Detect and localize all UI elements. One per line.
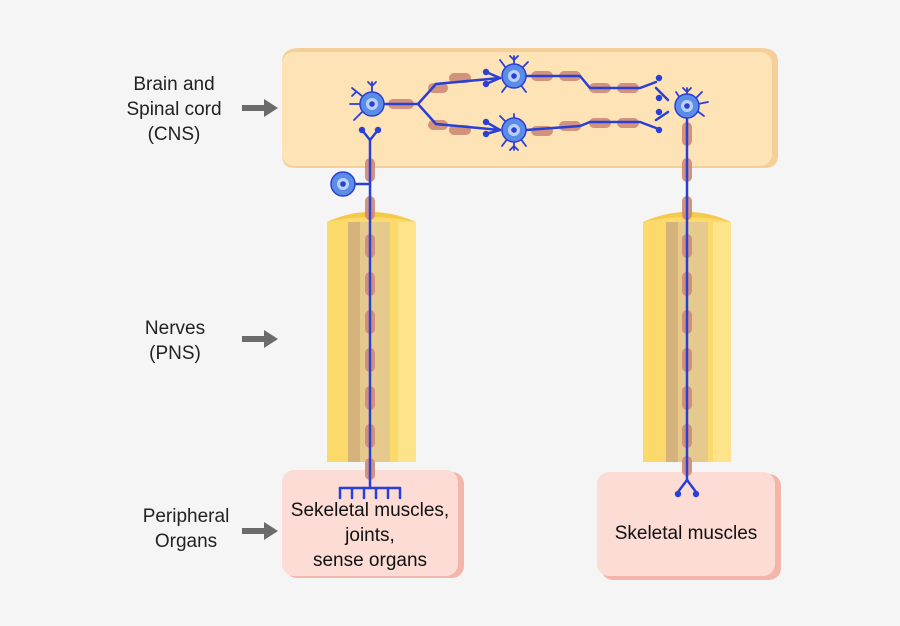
peripheral-arrow-icon — [242, 522, 278, 540]
left-organ-line-3: sense organs — [312, 550, 428, 571]
arrows — [242, 99, 278, 540]
cns-label-line-1: Brain and — [133, 74, 215, 95]
right-organ-text: Skeletal muscles — [597, 521, 775, 546]
right-organ-line-1: Skeletal muscles — [614, 523, 758, 544]
pns-label-line-1: Nerves — [144, 318, 206, 339]
cns-arrow-icon — [242, 99, 278, 117]
cns-box — [282, 48, 778, 168]
pns-arrow-icon — [242, 330, 278, 348]
pns-label-line-2: (PNS) — [149, 343, 201, 364]
interneuron-upper — [501, 63, 527, 89]
cns-label: Brain and Spinal cord (CNS) — [110, 72, 238, 147]
peripheral-label-line-1: Peripheral — [142, 506, 230, 527]
cns-label-line-3: (CNS) — [147, 124, 201, 145]
left-organ-line-2: joints, — [345, 525, 395, 546]
peripheral-label: Peripheral Organs — [128, 504, 244, 554]
interneuron-lower — [501, 117, 527, 143]
neuron-somas — [330, 63, 700, 197]
right-organ-box — [597, 472, 781, 580]
left-organ-line-1: Sekeletal muscles, — [290, 500, 450, 521]
pns-label: Nerves (PNS) — [130, 316, 220, 366]
left-organ-box — [282, 470, 464, 578]
motor-neuron — [674, 93, 700, 119]
neuron-dendrites — [349, 55, 709, 151]
left-organ-text: Sekeletal muscles, joints, sense organs — [282, 498, 458, 573]
peripheral-label-line-2: Organs — [154, 531, 218, 552]
cns-label-line-2: Spinal cord — [126, 99, 222, 120]
synaptic-terminals — [358, 68, 700, 498]
cns-neuron-left — [359, 91, 385, 117]
sensory-neuron-ganglion — [330, 171, 356, 197]
